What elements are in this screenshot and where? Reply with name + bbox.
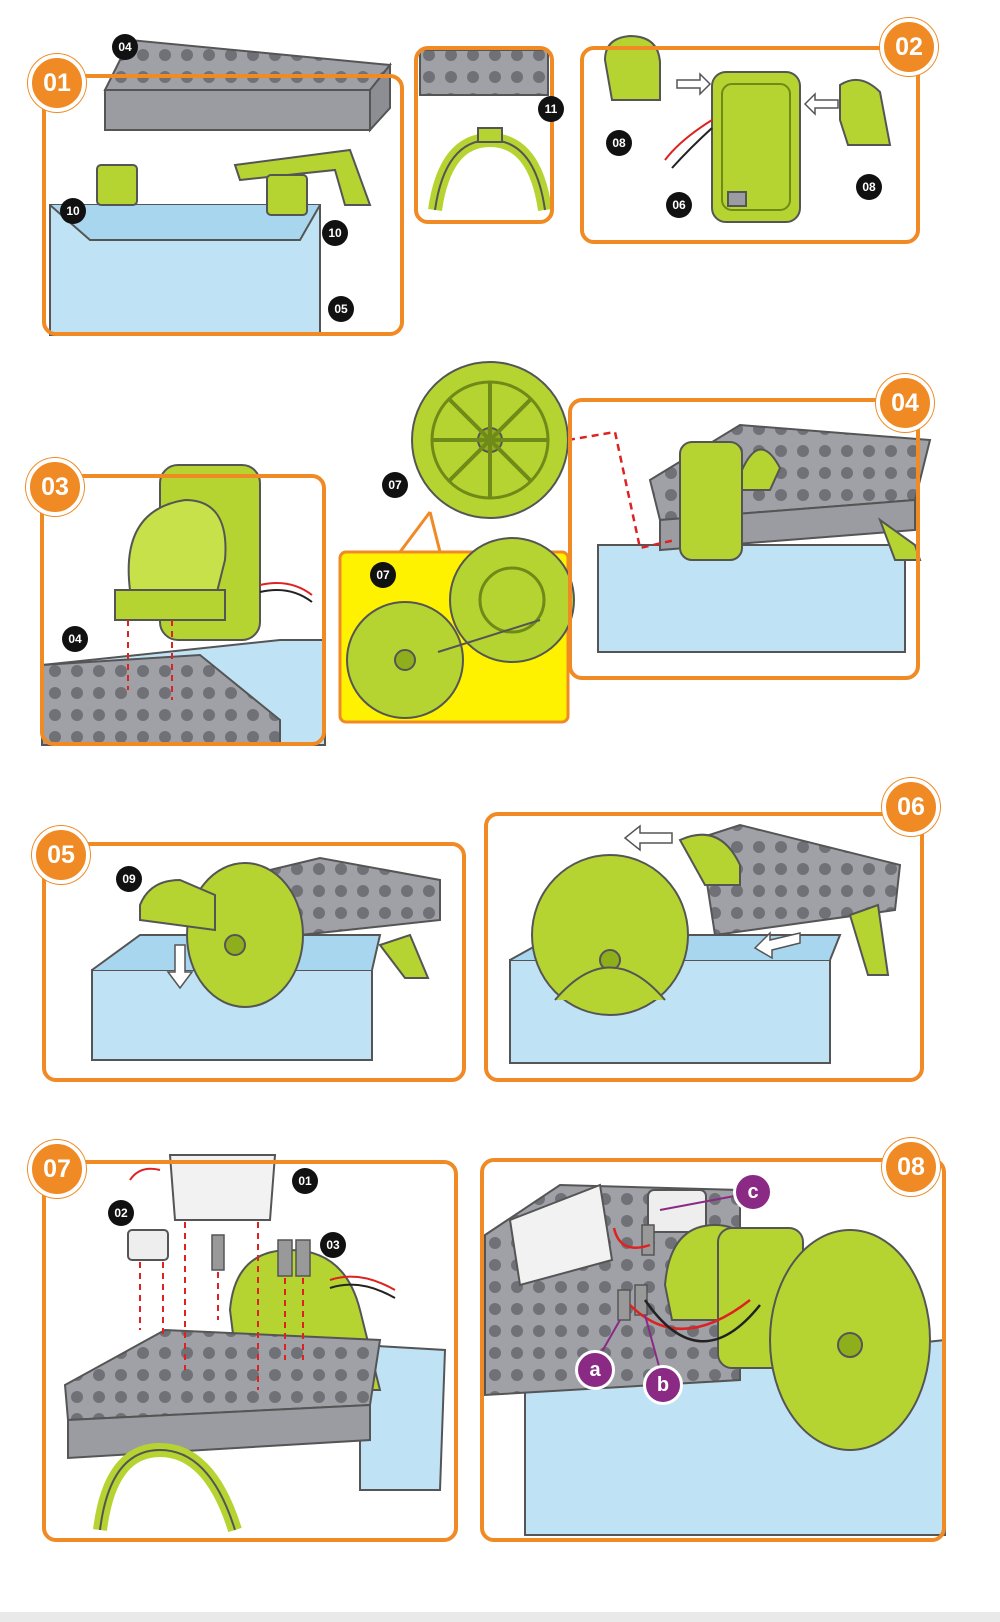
part-label-06: 06	[666, 192, 692, 218]
panel-step-01	[42, 74, 404, 336]
step-badge-01: 01	[28, 54, 86, 112]
panel-step-07	[42, 1160, 458, 1542]
part-label-04: 04	[112, 34, 138, 60]
part-label-04: 04	[62, 626, 88, 652]
step-04-illustration	[338, 361, 932, 724]
part-label-08: 08	[606, 130, 632, 156]
wire-label-a: a	[575, 1350, 615, 1390]
part-label-05: 05	[328, 296, 354, 322]
wire-label-c: c	[733, 1172, 773, 1212]
step-badge-06: 06	[882, 778, 940, 836]
bottom-strip	[0, 1612, 1000, 1622]
panel-step-08	[480, 1158, 946, 1542]
part-label-07: 07	[370, 562, 396, 588]
part-label-11: 11	[538, 96, 564, 122]
part-label-08: 08	[856, 174, 882, 200]
step-badge-03: 03	[26, 458, 84, 516]
part-label-03: 03	[320, 1232, 346, 1258]
panel-step-02	[580, 46, 920, 244]
part-label-01: 01	[292, 1168, 318, 1194]
part-label-07: 07	[382, 472, 408, 498]
panel-step-06	[484, 812, 924, 1082]
step-badge-07: 07	[28, 1140, 86, 1198]
panel-step-04	[568, 398, 920, 680]
step-03-illustration	[41, 464, 326, 746]
step-05-illustration	[91, 856, 441, 1061]
step-02-illustration	[603, 34, 892, 223]
step-badge-05: 05	[32, 826, 90, 884]
step-badge-04: 04	[876, 374, 934, 432]
part-label-09: 09	[116, 866, 142, 892]
wire-label-b: b	[643, 1365, 683, 1405]
panel-step-03	[40, 474, 326, 746]
part-label-10: 10	[322, 220, 348, 246]
step-badge-02: 02	[880, 18, 938, 76]
part-label-10: 10	[60, 198, 86, 224]
panel-step-01-detail	[414, 46, 554, 224]
step-06-illustration	[509, 823, 902, 1064]
step-01-detail-illustration	[419, 49, 552, 212]
step-07-illustration	[63, 1154, 447, 1533]
part-label-02: 02	[108, 1200, 134, 1226]
step-08-illustration	[484, 1183, 946, 1536]
step-badge-08: 08	[882, 1138, 940, 1196]
panel-step-05	[42, 842, 466, 1082]
